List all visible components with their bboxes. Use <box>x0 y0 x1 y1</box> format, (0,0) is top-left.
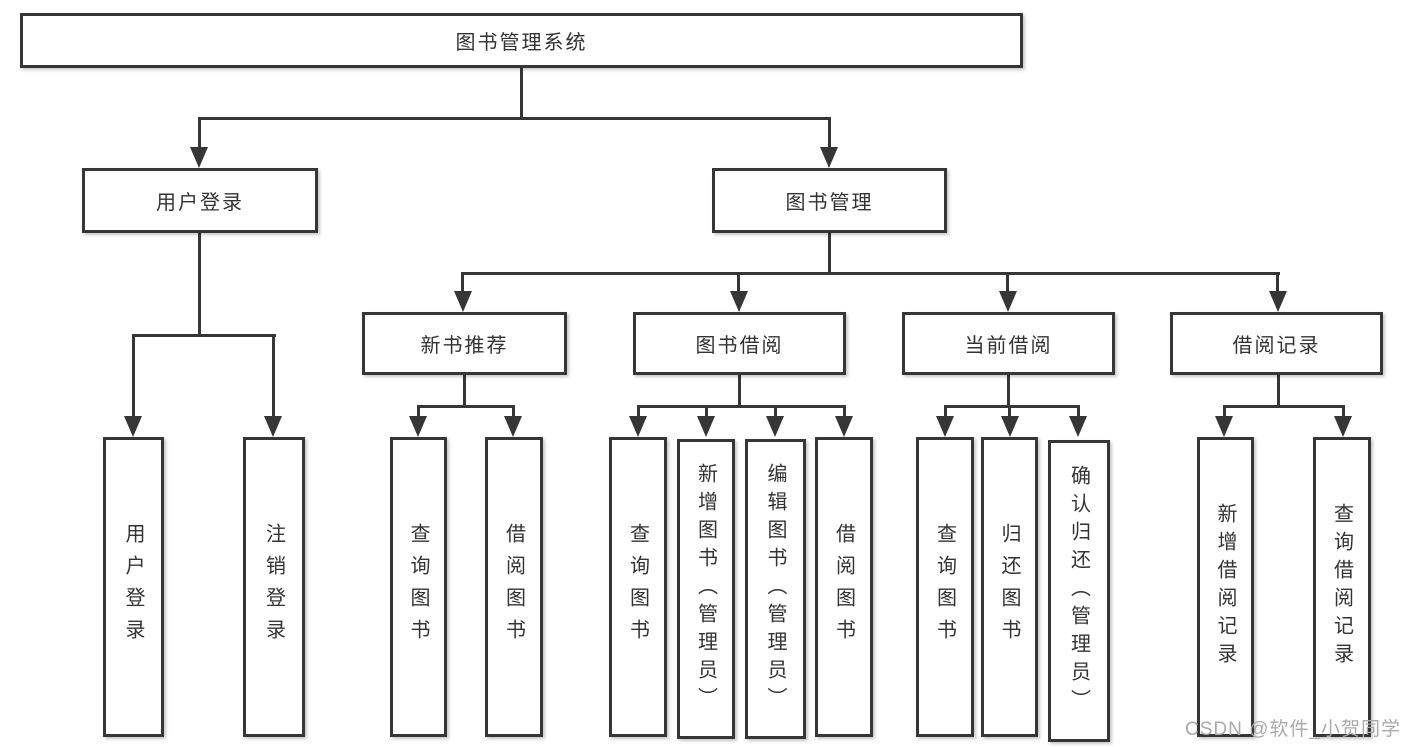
connector-line <box>944 405 947 418</box>
connector-line <box>132 334 276 337</box>
node-current-borrow: 当前借阅 <box>902 312 1115 375</box>
arrow-down-icon <box>730 291 748 312</box>
connector-line <box>512 405 515 418</box>
node-new-book-recommend: 新书推荐 <box>362 312 567 375</box>
connector-line <box>1223 405 1226 418</box>
leaf-logout: 注销登录 <box>243 437 305 737</box>
connector-line <box>705 405 708 418</box>
leaf-query-borrow-record: 查询借阅记录 <box>1313 437 1371 737</box>
connector-line <box>272 334 275 419</box>
arrow-down-icon <box>1215 416 1233 437</box>
connector-line <box>461 272 464 294</box>
node-root: 图书管理系统 <box>20 13 1023 68</box>
leaf-query-books-recommend: 查询图书 <box>390 437 447 737</box>
connector-line <box>198 117 831 120</box>
connector-line <box>417 405 420 418</box>
arrow-down-icon <box>697 416 715 437</box>
arrow-down-icon <box>766 416 784 437</box>
connector-line <box>520 66 523 120</box>
arrow-down-icon <box>629 416 647 437</box>
arrow-down-icon <box>1069 416 1087 437</box>
arrow-down-icon <box>264 416 282 437</box>
connector-line <box>132 334 135 419</box>
connector-line <box>774 405 777 418</box>
leaf-query-books-current: 查询图书 <box>916 437 974 737</box>
connector-line <box>944 405 1080 408</box>
connector-line <box>1277 373 1280 408</box>
arrow-down-icon <box>190 147 208 168</box>
connector-line <box>1223 405 1345 408</box>
leaf-user-login: 用户登录 <box>103 437 164 737</box>
arrow-down-icon <box>504 416 522 437</box>
connector-line <box>1276 272 1279 294</box>
arrow-down-icon <box>1001 416 1019 437</box>
leaf-query-books-borrow: 查询图书 <box>609 437 667 737</box>
node-user-login: 用户登录 <box>82 168 318 233</box>
arrow-down-icon <box>936 416 954 437</box>
leaf-borrow-books: 借阅图书 <box>815 437 873 737</box>
csdn-watermark: CSDN @软件_小贺同学 <box>1185 719 1401 740</box>
connector-line <box>1007 373 1010 408</box>
leaf-add-book-admin: 新增图书（管理员） <box>677 439 735 739</box>
node-borrow-records: 借阅记录 <box>1170 312 1383 375</box>
connector-line <box>828 117 831 150</box>
leaf-confirm-return-admin: 确认归还（管理员） <box>1048 440 1110 742</box>
leaf-return-book: 归还图书 <box>981 437 1038 737</box>
connector-line <box>463 373 466 408</box>
arrow-down-icon <box>454 291 472 312</box>
connector-line <box>637 405 640 418</box>
node-book-borrow: 图书借阅 <box>633 312 846 375</box>
connector-line <box>1077 405 1080 418</box>
connector-line <box>737 272 740 294</box>
arrow-down-icon <box>999 291 1017 312</box>
leaf-borrow-books-recommend: 借阅图书 <box>485 437 543 737</box>
leaf-edit-book-admin: 编辑图书（管理员） <box>745 439 806 739</box>
arrow-down-icon <box>409 416 427 437</box>
connector-line <box>462 272 1280 275</box>
arrow-down-icon <box>1269 291 1287 312</box>
connector-line <box>637 405 846 408</box>
connector-line <box>1006 272 1009 294</box>
connector-line <box>828 231 831 275</box>
connector-line <box>1342 405 1345 418</box>
connector-line <box>843 405 846 418</box>
arrow-down-icon <box>820 147 838 168</box>
connector-line <box>198 231 201 337</box>
node-book-management: 图书管理 <box>712 168 947 233</box>
leaf-add-borrow-record: 新增借阅记录 <box>1197 437 1254 737</box>
arrow-down-icon <box>1334 416 1352 437</box>
connector-line <box>1008 405 1011 418</box>
connector-line <box>738 373 741 408</box>
arrow-down-icon <box>124 416 142 437</box>
arrow-down-icon <box>835 416 853 437</box>
connector-line <box>417 405 515 408</box>
connector-line <box>198 117 201 150</box>
